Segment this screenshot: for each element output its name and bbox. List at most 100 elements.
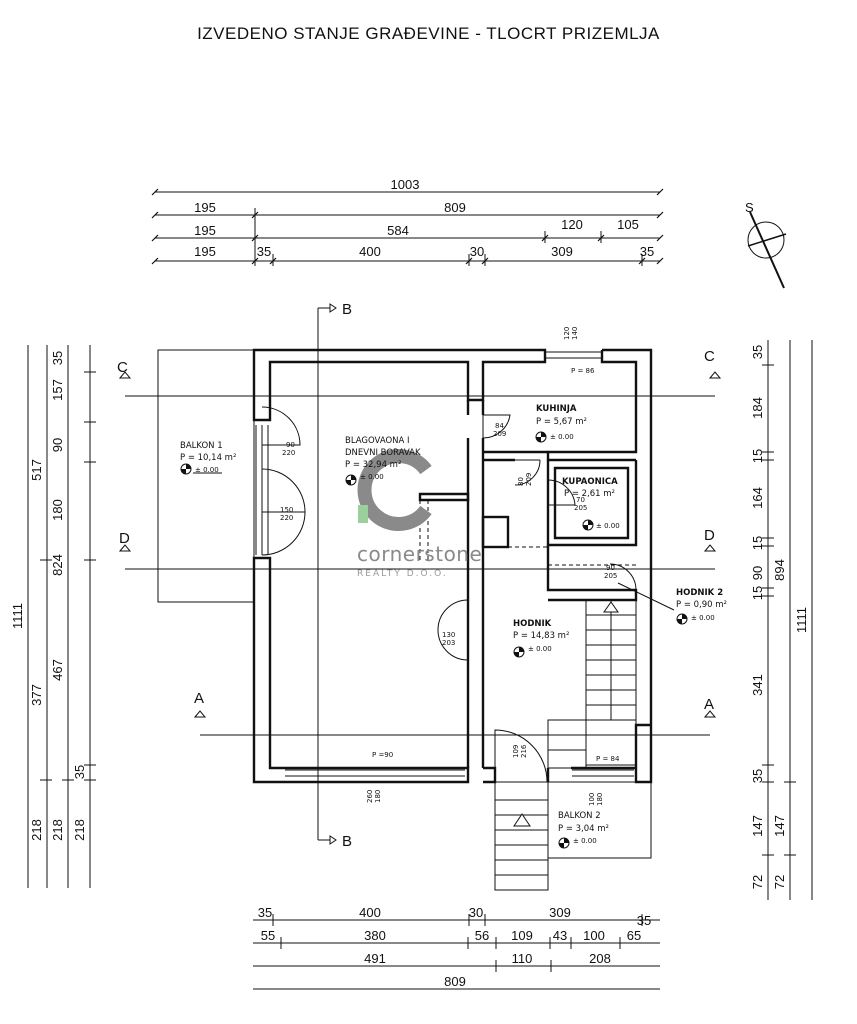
room-name: BALKON 1 [180, 441, 223, 451]
opening-win-top-w: 120 [563, 327, 571, 340]
dim-right-c1-d: 164 [750, 487, 765, 509]
dim-bot-r3-c: 208 [589, 951, 611, 966]
section-c-left: C [117, 359, 128, 376]
dim-top-r2-b: 809 [444, 200, 466, 215]
opening-kuh2-w: 80 [517, 477, 525, 486]
opening-win-b2-h: 180 [596, 793, 604, 806]
room-level: ± 0.00 [691, 614, 715, 622]
dim-right-c1-i: 35 [750, 769, 765, 783]
room-name-2: DNEVNI BORAVAK [345, 448, 421, 458]
opening-kup-h: 205 [574, 504, 587, 512]
room-name: KUPAONICA [562, 477, 618, 487]
dim-top-r3-c: 120 [561, 217, 583, 232]
opening-kup-w: 70 [576, 496, 585, 504]
dim-left-c4-e: 35 [72, 765, 87, 779]
room-name: BLAGOVAONA I [345, 436, 410, 446]
opening-labels: 90 220 150 220 84 209 80 209 70 205 90 2… [280, 327, 620, 806]
room-area: P = 32,94 m² [345, 460, 401, 470]
dim-right-c2-b: 147 [772, 815, 787, 837]
dim-left-c2-b: 377 [29, 684, 44, 706]
dim-left-c3-a: 824 [50, 554, 65, 576]
stairs [494, 599, 637, 891]
opening-b1d1-h: 220 [282, 449, 295, 457]
watermark-text: cornerstone [357, 542, 482, 566]
dim-right-c1-h: 341 [750, 674, 765, 696]
dim-bot-r3-b: 110 [512, 951, 533, 966]
dim-top-r4-d: 30 [470, 244, 484, 259]
room-area: P = 5,67 m² [536, 417, 587, 427]
room-kupaonica: KUPAONICA P = 2,61 m² ± 0.00 [562, 477, 620, 531]
room-level: ± 0.00 [550, 433, 574, 441]
room-level: ± 0.00 [528, 645, 552, 653]
section-d-left: D [119, 530, 130, 547]
dim-left-c2-a: 517 [29, 459, 44, 481]
opening-win-bot-h: 180 [374, 790, 382, 803]
dim-top-total: 1003 [391, 177, 420, 192]
section-b-bottom: B [342, 833, 352, 850]
opening-win-bot-p: P =90 [372, 751, 393, 759]
room-level: ± 0.00 [573, 837, 597, 845]
room-level: ± 0.00 [360, 473, 384, 481]
opening-win-b2-w: 100 [588, 793, 596, 806]
room-area: P = 10,14 m² [180, 453, 236, 463]
opening-entry-h: 216 [520, 744, 528, 758]
dim-bot-r1-d: 309 [549, 905, 571, 920]
opening-kuh-h: 209 [493, 430, 506, 438]
dim-top-r2-a: 195 [194, 200, 216, 215]
opening-win-b2-p: P = 84 [596, 755, 620, 763]
opening-hod-w: 130 [442, 631, 455, 639]
opening-kuh2-h: 209 [525, 473, 533, 486]
room-name: BALKON 2 [558, 811, 601, 821]
section-d-right: D [704, 527, 715, 544]
room-hodnik-2: HODNIK 2 P = 0,90 m² ± 0.00 [617, 582, 727, 625]
dim-bot-r3-a: 491 [364, 951, 386, 966]
opening-b1d2-h: 220 [280, 514, 293, 522]
dim-left-c4-b: 90 [50, 438, 65, 452]
dim-right-c2-a: 894 [772, 559, 787, 581]
dim-top-r4-c: 400 [359, 244, 381, 259]
dim-bot-r1-a: 35 [258, 905, 272, 920]
dim-bot-r1-e: 35 [637, 913, 651, 928]
dim-left-c3-b: 218 [50, 819, 65, 841]
dim-right-c1-g: 15 [750, 586, 765, 600]
watermark: cornerstone REALTY D.O.O. [357, 449, 482, 579]
walls [252, 348, 653, 784]
balkon-1-outline [157, 349, 255, 603]
opening-kuh-w: 84 [495, 422, 504, 430]
room-name: HODNIK 2 [676, 588, 723, 598]
dim-bot-r4-a: 809 [444, 974, 466, 989]
windows [255, 351, 634, 777]
dim-top-r3-d: 105 [617, 217, 639, 232]
right-dimensions: 35 184 15 164 15 90 15 341 35 147 72 894… [750, 340, 813, 900]
dim-left-c4-d: 467 [50, 659, 65, 681]
room-area: P = 2,61 m² [564, 489, 615, 499]
section-a-right: A [704, 696, 714, 713]
room-level: ± 0.00 [596, 522, 620, 530]
opening-entry-w: 109 [512, 745, 520, 758]
room-hodnik: HODNIK P = 14,83 m² ± 0.00 [513, 619, 569, 658]
north-label: S [745, 200, 754, 215]
room-area: P = 3,04 m² [558, 824, 609, 834]
dim-left-c4-a: 157 [50, 379, 65, 401]
opening-win-top-p: P = 86 [571, 367, 595, 375]
dim-top-r4-e: 309 [551, 244, 573, 259]
dim-top-r4-f: 35 [640, 244, 654, 259]
room-balkon-1: BALKON 1 P = 10,14 m² ± 0.00 [180, 441, 236, 475]
room-kuhinja: KUHINJA P = 5,67 m² ± 0.00 [535, 404, 587, 443]
door-swings [261, 406, 637, 783]
dim-right-c1-f: 90 [750, 566, 765, 580]
room-area: P = 0,90 m² [676, 600, 727, 610]
room-balkon-2: BALKON 2 P = 3,04 m² ± 0.00 [558, 811, 609, 849]
dim-right-c1-j: 147 [750, 815, 765, 837]
section-a-left: A [194, 690, 204, 707]
left-dimensions: 1111 517 377 218 824 218 35 157 90 180 4… [10, 345, 96, 888]
dim-bot-r2-e: 43 [553, 928, 567, 943]
north-arrow: S [745, 200, 787, 289]
opening-hod-h: 203 [442, 639, 455, 647]
dim-right-c1-b: 184 [750, 397, 765, 419]
dim-left-c4-c: 180 [50, 499, 65, 521]
opening-b1d2-w: 150 [280, 506, 293, 514]
dim-right-c1-a: 35 [750, 345, 765, 359]
dim-top-r3-b: 584 [387, 223, 409, 238]
